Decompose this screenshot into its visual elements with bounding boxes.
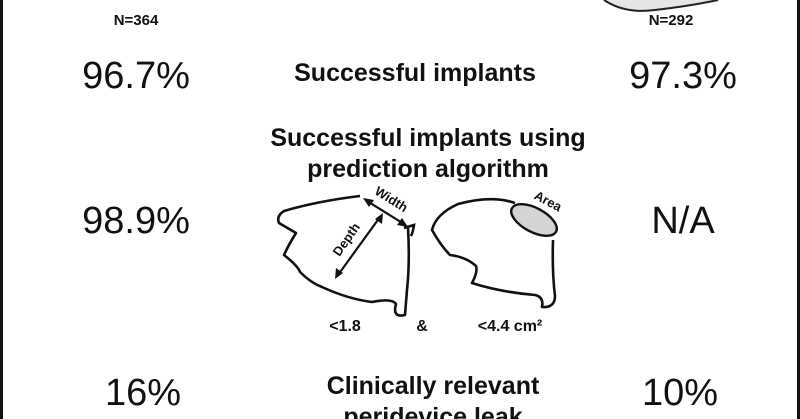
depth-label: Depth (330, 220, 363, 259)
right-n-label: N=292 (648, 12, 694, 29)
right-border (797, 0, 800, 419)
left-border (0, 0, 3, 419)
appendage-outline-left (276, 194, 411, 317)
left-n-label: N=364 (113, 12, 159, 29)
depth-arrowhead-start (335, 268, 343, 279)
depth-arrowhead-end (375, 213, 383, 224)
appendage-outline-right (430, 197, 557, 309)
row-leak-label-line2: peridevice leak (343, 403, 523, 419)
width-arrow (366, 200, 405, 225)
top-illustration-fragment (603, 0, 719, 12)
left-successful-implants-value: 96.7% (82, 55, 190, 97)
right-leak-value: 10% (641, 372, 719, 414)
left-prediction-value: 98.9% (82, 200, 190, 242)
right-prediction-value: N/A (651, 200, 715, 242)
width-arrowhead-end (397, 218, 408, 227)
row-prediction-label-line2: prediction algorithm (307, 155, 549, 183)
left-leak-value: 16% (104, 372, 182, 414)
width-label: Width (372, 183, 411, 215)
area-threshold: <4.4 cm² (477, 318, 543, 335)
row-successful-implants-label: Successful implants (294, 59, 536, 87)
area-ellipse (510, 202, 558, 238)
appendage-notch-left (403, 223, 416, 237)
right-successful-implants-value: 97.3% (629, 55, 737, 97)
threshold-conjunction: & (416, 318, 428, 335)
width-arrowhead-start (363, 198, 374, 207)
depth-arrow (337, 216, 381, 276)
row-prediction-label-line1: Successful implants using (270, 124, 586, 152)
row-leak-label-line1: Clinically relevant (326, 372, 540, 400)
ratio-threshold: <1.8 (329, 318, 361, 335)
